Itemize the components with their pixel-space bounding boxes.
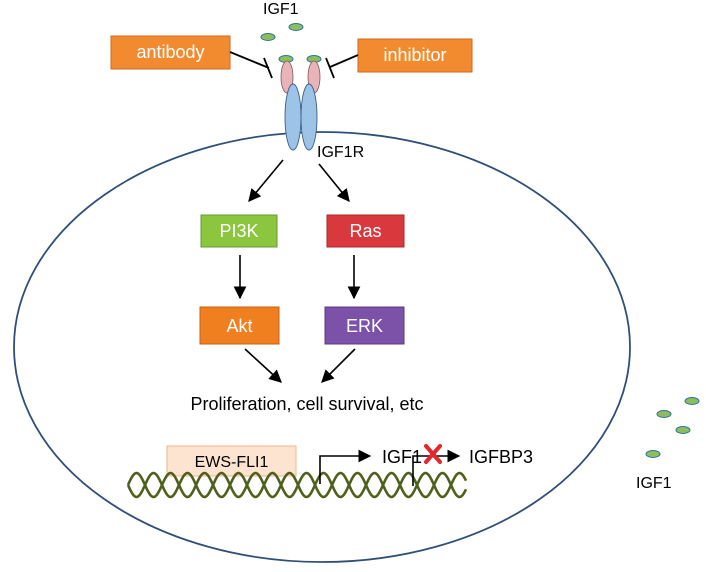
ras-label: Ras xyxy=(349,221,381,241)
antibody-box: antibody xyxy=(110,35,231,70)
ews-fli1-box xyxy=(166,445,297,477)
igf1-ligand xyxy=(675,426,691,434)
arrow-erk-to-outcome xyxy=(321,348,356,383)
dna-strand xyxy=(126,471,468,499)
igf1-ligand xyxy=(288,23,304,31)
igfbp3-gene-label: IGFBP3 xyxy=(469,447,533,467)
ras-node: Ras xyxy=(326,214,405,248)
arrow-akt-to-outcome xyxy=(244,348,282,383)
akt-label: Akt xyxy=(226,316,252,336)
dna-helix xyxy=(126,471,468,499)
ews-fli1-label: EWS-FLI1 xyxy=(195,454,269,471)
receptor-alpha-subunit xyxy=(280,60,294,94)
inhibitor-box: inhibitor xyxy=(357,38,473,73)
igf1-ligands-top xyxy=(260,23,322,63)
dna-strand xyxy=(126,471,468,499)
igf1r-label: IGF1R xyxy=(317,144,364,161)
akt-node: Akt xyxy=(199,306,280,345)
igf1-top-label: IGF1 xyxy=(263,1,299,18)
receptor-beta-subunit xyxy=(284,83,302,151)
erk-label: ERK xyxy=(346,316,383,336)
ras-box xyxy=(326,214,405,248)
ews-fli1-node: EWS-FLI1 xyxy=(166,445,297,477)
akt-box xyxy=(199,306,280,345)
igfbp3-promoter-arrow xyxy=(412,449,461,486)
erk-box xyxy=(324,306,405,345)
erk-node: ERK xyxy=(324,306,405,345)
arrow-receptor-to-pi3k xyxy=(248,159,284,202)
block-x-icon xyxy=(424,444,442,464)
antibody-rect xyxy=(110,35,231,70)
pi3k-node: PI3K xyxy=(200,214,278,248)
antibody-inhibition-line xyxy=(229,51,273,79)
igf1-ligand xyxy=(656,410,672,418)
outcome-label: Proliferation, cell survival, etc xyxy=(190,394,423,414)
cell-membrane xyxy=(13,131,631,563)
igf1-ligand xyxy=(260,33,276,41)
inhibitor-rect xyxy=(357,38,473,73)
pi3k-label: PI3K xyxy=(219,221,258,241)
arrow-receptor-to-ras xyxy=(318,163,350,202)
inhibitor-inhibition-line xyxy=(325,54,359,79)
igf1-ligand xyxy=(645,450,661,458)
igf1-ligand xyxy=(684,397,700,405)
igf1-outside-label: IGF1 xyxy=(636,475,672,492)
igf1r-receptor xyxy=(280,60,321,151)
igf1-promoter-arrow xyxy=(319,449,372,484)
receptor-beta-subunit xyxy=(300,83,318,151)
igf1-ligands-outside xyxy=(645,397,700,458)
inhibitor-label: inhibitor xyxy=(383,45,446,65)
pi3k-box xyxy=(200,214,278,248)
igf1-gene-label: IGF1 xyxy=(382,447,422,467)
antibody-label: antibody xyxy=(136,42,204,62)
